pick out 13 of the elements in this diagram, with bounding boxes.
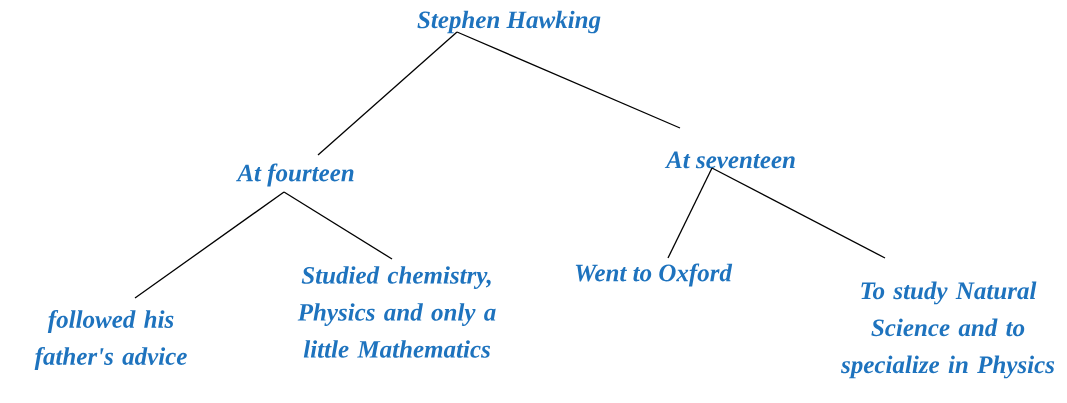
node-label: To study Natural Science and to specialize in Physics [840,281,1055,379]
node-label: followed his father's advice [34,310,187,370]
connector-line [134,191,285,299]
connector-line [711,167,886,259]
node-label: Stephen Hawking [417,10,601,34]
connector-line [456,31,681,129]
node-label: Studied chemistry, Physics and only a little Mathematics [297,266,496,358]
connector-line [667,167,713,259]
connector-line [317,31,458,156]
node-label: At fourteen [236,163,354,187]
node-label: Went to Oxford [575,263,733,287]
node-label: At seventeen [664,151,795,169]
connector-line [283,191,393,260]
